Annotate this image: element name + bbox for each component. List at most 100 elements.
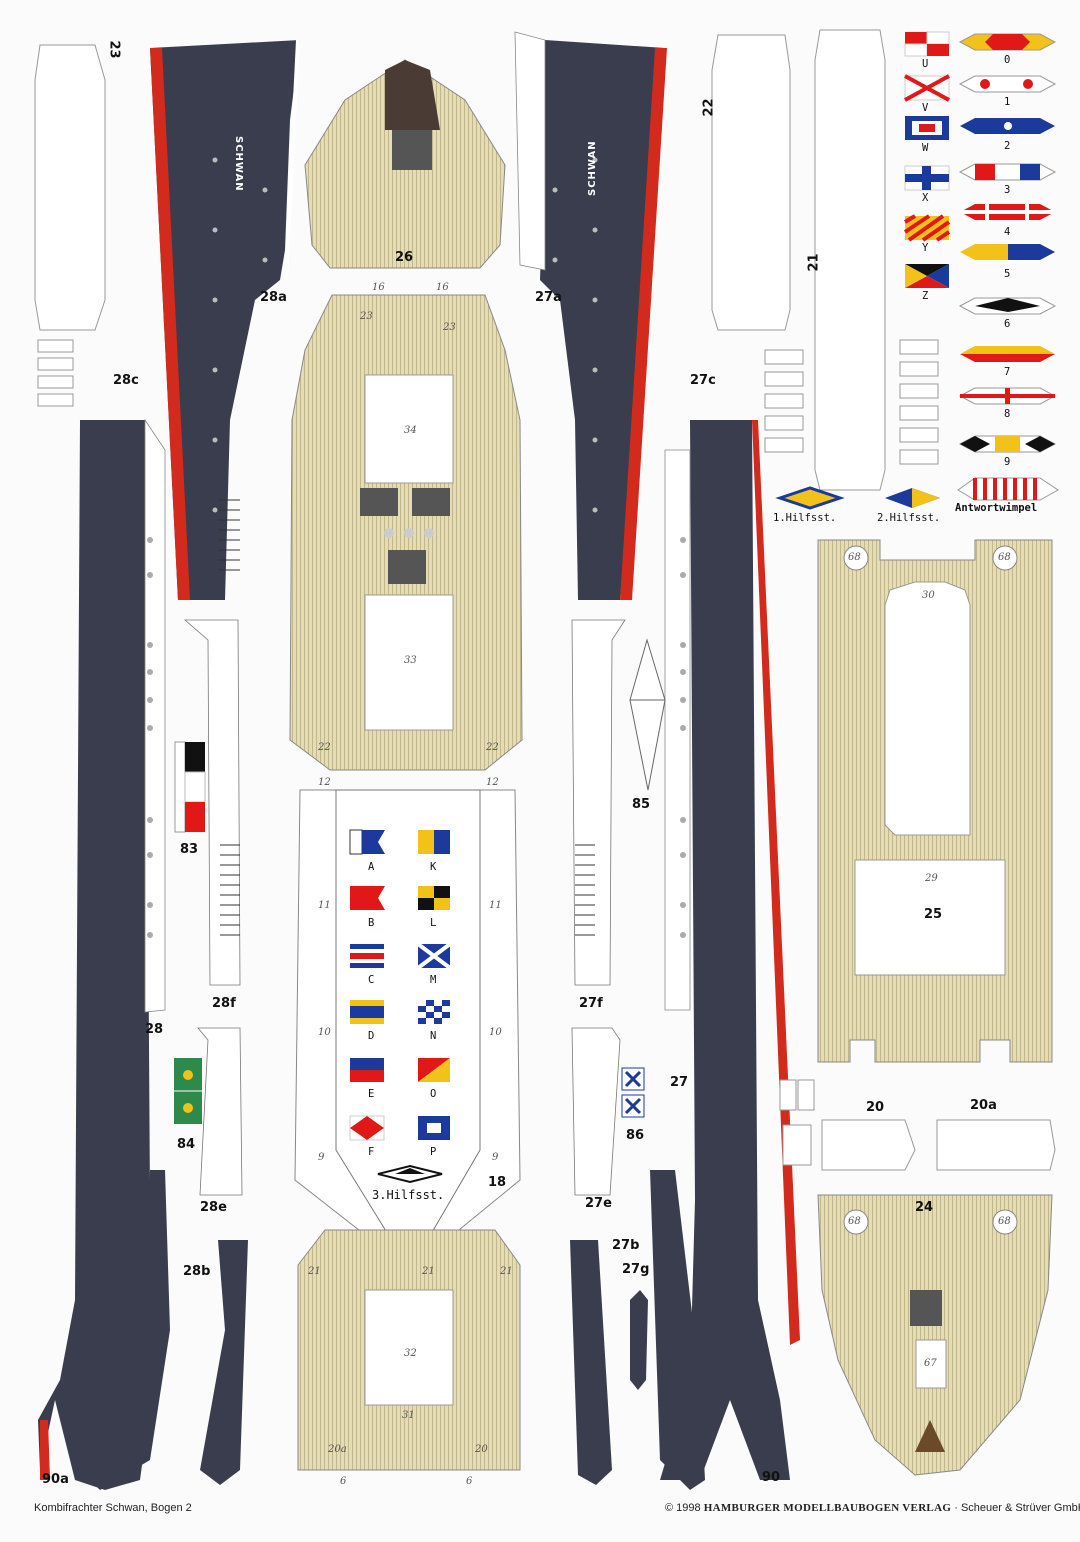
deck-number-68-d: 68 — [998, 1216, 1011, 1227]
flag-letter-B: B — [368, 917, 375, 929]
deck-number-22-b: 22 — [486, 742, 499, 753]
pennant-label-2: 2 — [1004, 140, 1011, 152]
part-label-27c: 27c — [690, 373, 716, 388]
flag-letter-M: M — [430, 974, 437, 986]
deck-number-9-b: 9 — [492, 1152, 499, 1163]
part-label-27f: 27f — [579, 996, 603, 1011]
flag-letter-U: U — [922, 58, 929, 70]
deck-number-11-a: 11 — [318, 900, 331, 911]
deck-number-68-b: 68 — [998, 552, 1011, 563]
deck-number-11-b: 11 — [489, 900, 502, 911]
portholes-upper — [212, 157, 598, 513]
publisher-rest: · Scheuer & Strüver GmbH — [954, 1502, 1080, 1514]
pennant-label-8: 8 — [1004, 408, 1011, 420]
pennant-4 — [960, 204, 1055, 220]
ship-name-left: SCHWAN — [233, 136, 244, 192]
part-label-27g: 27g — [622, 1262, 650, 1277]
part-label-27: 27 — [670, 1075, 689, 1090]
part-label-18: 18 — [488, 1175, 507, 1190]
part-27g — [630, 1290, 648, 1390]
part-label-27b: 27b — [612, 1238, 640, 1253]
pennant-5 — [960, 244, 1055, 260]
part-label-26: 26 — [395, 250, 414, 265]
deck-number-30: 30 — [922, 590, 935, 601]
copyright-symbol: © — [665, 1502, 674, 1514]
signal-flags-right — [903, 31, 951, 288]
flag-letter-O: O — [430, 1088, 437, 1100]
part-label-20a: 20a — [970, 1098, 997, 1113]
deck-24 — [817, 1194, 1053, 1476]
part-86 — [621, 1067, 645, 1118]
part-label-90: 90 — [762, 1470, 781, 1485]
deck-number-21-b: 21 — [422, 1266, 435, 1277]
substitute-3-label: 3.Hilfsst. — [372, 1188, 445, 1202]
part-label-25: 25 — [924, 907, 943, 922]
substitute-1-label: 1.Hilfsst. — [773, 512, 837, 524]
part-label-28e: 28e — [200, 1200, 227, 1215]
footer-title: Kombifrachter Schwan, Bogen 2 — [34, 1502, 192, 1514]
pennant-label-6: 6 — [1004, 318, 1011, 330]
deck-number-67: 67 — [924, 1358, 937, 1369]
part-label-23: 23 — [106, 40, 122, 59]
bulwark-strips — [183, 619, 626, 1196]
flag-letter-F: F — [368, 1146, 375, 1158]
part-label-28f: 28f — [212, 996, 236, 1011]
pennant-6 — [958, 297, 1057, 315]
deck-25 — [817, 539, 1053, 1063]
deck-number-33: 33 — [404, 655, 417, 666]
pennant-3 — [958, 163, 1057, 181]
flag-letter-X: X — [922, 192, 929, 204]
strip-parts — [34, 29, 1056, 1171]
pennant-2 — [960, 118, 1055, 134]
part-label-90a: 90a — [42, 1472, 69, 1487]
pennant-label-7: 7 — [1004, 366, 1011, 378]
hull-side-28-lower-strip — [80, 1170, 248, 1490]
deck-number-10-a: 10 — [318, 1027, 331, 1038]
part-label-28b: 28b — [183, 1264, 211, 1279]
pennant-8 — [958, 387, 1057, 405]
part-label-21: 21 — [806, 253, 822, 272]
pennant-0 — [958, 33, 1057, 51]
hull-side-28 — [38, 418, 166, 1490]
flag-letter-N: N — [430, 1030, 437, 1042]
deck-number-68-a: 68 — [848, 552, 861, 563]
flag-letter-P: P — [430, 1146, 437, 1158]
pennant-sub1 — [775, 486, 845, 510]
deck-number-10-b: 10 — [489, 1027, 502, 1038]
deck-number-12-b: 12 — [486, 777, 499, 788]
part-label-86: 86 — [626, 1128, 645, 1143]
part-label-27e: 27e — [585, 1196, 612, 1211]
portholes-lower — [147, 537, 686, 938]
deck-number-9-a: 9 — [318, 1152, 325, 1163]
flag-letter-A: A — [368, 861, 375, 873]
flag-letter-Y: Y — [922, 242, 929, 254]
deck-number-22-a: 22 — [318, 742, 331, 753]
flag-83 — [174, 741, 206, 833]
pennant-label-4: 4 — [1004, 226, 1011, 238]
deck-number-20a: 20a — [328, 1444, 347, 1455]
flag-letter-D: D — [368, 1030, 375, 1042]
pennant-label-1: 1 — [1004, 96, 1011, 108]
deck-number-23-b: 23 — [443, 322, 456, 333]
flag-letter-E: E — [368, 1088, 375, 1100]
deck-number-21-c: 21 — [500, 1266, 513, 1277]
footer-copyright: © 1998 HAMBURGER MODELLBAUBOGEN VERLAG ·… — [665, 1502, 1080, 1514]
pennant-label-5: 5 — [1004, 268, 1011, 280]
deck-number-32: 32 — [404, 1348, 417, 1359]
deck-number-16-b: 16 — [436, 282, 449, 293]
part-84 — [174, 1058, 202, 1124]
deck-26 — [304, 59, 506, 269]
flag-letter-Z: Z — [922, 290, 929, 302]
part-label-28c: 28c — [113, 373, 139, 388]
copyright-year: 1998 — [676, 1502, 701, 1514]
part-label-24: 24 — [915, 1200, 934, 1215]
part-label-85: 85 — [632, 797, 651, 812]
deck-number-23-a: 23 — [360, 311, 373, 322]
pennant-label-0: 0 — [1004, 54, 1011, 66]
deck-main — [289, 294, 523, 771]
part-85 — [629, 638, 666, 791]
flag-letter-L: L — [430, 917, 437, 929]
part-label-28a: 28a — [260, 290, 287, 305]
deck-number-29: 29 — [925, 873, 938, 884]
